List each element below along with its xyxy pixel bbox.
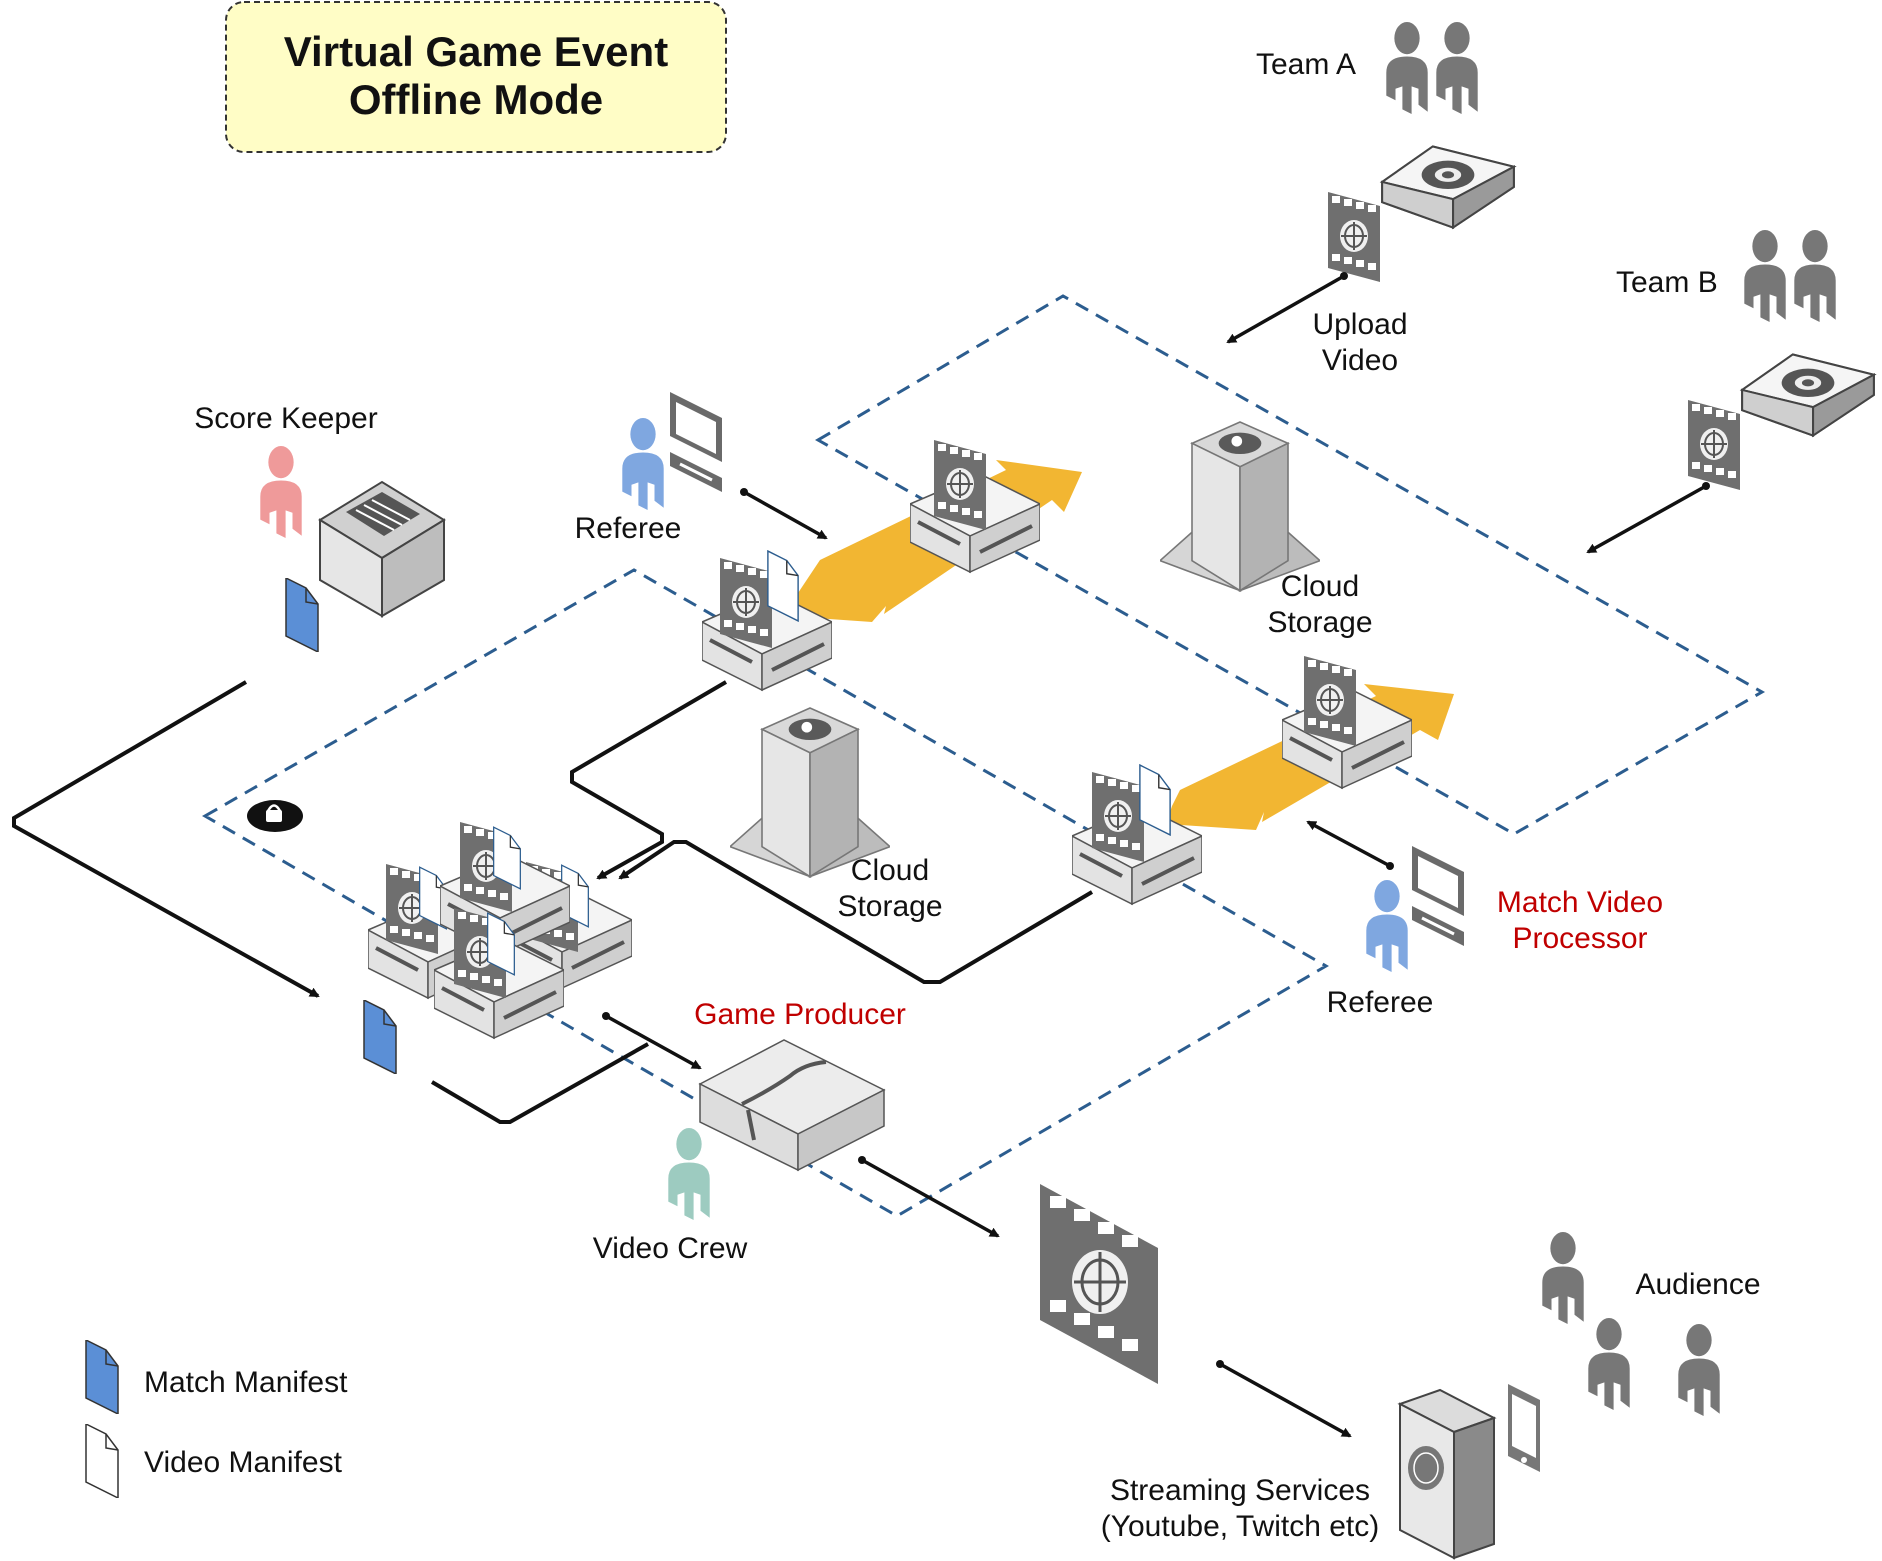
lock-icon xyxy=(247,800,303,832)
streaming-server-icon xyxy=(1397,1388,1497,1560)
mobile-phone-icon xyxy=(1508,1384,1540,1472)
game-producer-box xyxy=(698,1039,886,1172)
match-manifest-icon-cluster xyxy=(363,1000,397,1074)
producer-to-stream-arrow xyxy=(861,1158,1000,1238)
video-crew-person xyxy=(668,1128,710,1220)
match-manifest-icon-scorekeeper xyxy=(285,578,319,652)
legend-match-manifest-icon xyxy=(85,1340,119,1414)
referee-bottom-label: Referee xyxy=(1327,986,1434,1019)
cloud-storage-top-label-1: Cloud xyxy=(1281,570,1359,603)
cloud-storage-mid-label-1: Cloud xyxy=(851,854,929,887)
team-b-upload-arrow xyxy=(1586,484,1707,554)
referee-top-person xyxy=(622,418,664,510)
legend-match-manifest-label: Match Manifest xyxy=(144,1366,348,1399)
score-keeper-person xyxy=(260,446,302,538)
legend-video-manifest-icon xyxy=(85,1424,119,1498)
match-video-processor-label-1: Match Video xyxy=(1497,886,1663,919)
streaming-label-2: (Youtube, Twitch etc) xyxy=(1101,1510,1380,1543)
referee-top-arrow xyxy=(743,490,828,540)
score-keeper-label: Score Keeper xyxy=(194,402,377,435)
team-a-upload-arrow xyxy=(1226,274,1345,344)
broadcast-video-icon xyxy=(1040,1184,1158,1384)
referee-bottom-arrow xyxy=(1306,820,1391,868)
team-b-people xyxy=(1744,230,1836,322)
title-box: Virtual Game Event Offline Mode xyxy=(225,1,727,153)
title-line-1: Virtual Game Event xyxy=(284,28,668,75)
upload-video-label-2: Video xyxy=(1322,344,1398,377)
legend: Match Manifest Video Manifest xyxy=(85,1340,348,1498)
cloud-storage-mid-label-2: Storage xyxy=(837,890,942,923)
referee-bottom-person xyxy=(1366,880,1408,972)
cloud-zone-mid-boundary xyxy=(201,568,1329,1218)
scoreboard-icon xyxy=(318,480,446,618)
team-b-game-hub xyxy=(1741,353,1875,437)
referee-top-monitor xyxy=(668,392,724,492)
video-crew-label: Video Crew xyxy=(593,1232,748,1265)
video-to-streaming-arrow xyxy=(1219,1362,1352,1438)
cluster-to-producer-arrow xyxy=(605,1014,702,1070)
video-server-cluster xyxy=(368,822,632,1040)
scorekeeper-to-cluster-line xyxy=(12,680,320,998)
referee-bottom-monitor xyxy=(1410,846,1466,946)
team-a-people xyxy=(1386,22,1478,114)
referee-top-label: Referee xyxy=(575,512,682,545)
team-a-video-icon xyxy=(1328,192,1380,282)
upload-video-label-1: Upload xyxy=(1312,308,1407,341)
cluster-bottom-link-line xyxy=(430,1042,649,1124)
cloud-storage-top-icon xyxy=(1160,421,1320,592)
audience-label: Audience xyxy=(1635,1268,1760,1301)
video-server-bottom-right-film xyxy=(1304,656,1356,746)
audience-people xyxy=(1542,1232,1720,1416)
cloud-storage-mid-icon xyxy=(730,707,890,878)
video-server-top-left-film xyxy=(720,558,772,648)
cloud-storage-top-label-2: Storage xyxy=(1267,606,1372,639)
streaming-label-1: Streaming Services xyxy=(1110,1474,1370,1507)
game-producer-label: Game Producer xyxy=(694,998,906,1031)
cloud-zone-top-boundary xyxy=(814,294,1766,836)
video-server-bottom-left-film xyxy=(1092,772,1144,862)
match-video-processor-label-2: Processor xyxy=(1512,922,1647,955)
server-top-to-cluster-line xyxy=(570,680,728,880)
server-bottom-to-cluster-line xyxy=(618,840,1094,984)
team-b-video-icon xyxy=(1688,400,1740,490)
title-line-2: Offline Mode xyxy=(349,76,603,123)
team-a-label: Team A xyxy=(1256,48,1356,81)
team-a-game-hub xyxy=(1381,145,1515,229)
legend-video-manifest-label: Video Manifest xyxy=(144,1446,343,1479)
video-server-top-right-film xyxy=(934,440,986,530)
team-b-label: Team B xyxy=(1616,266,1718,299)
